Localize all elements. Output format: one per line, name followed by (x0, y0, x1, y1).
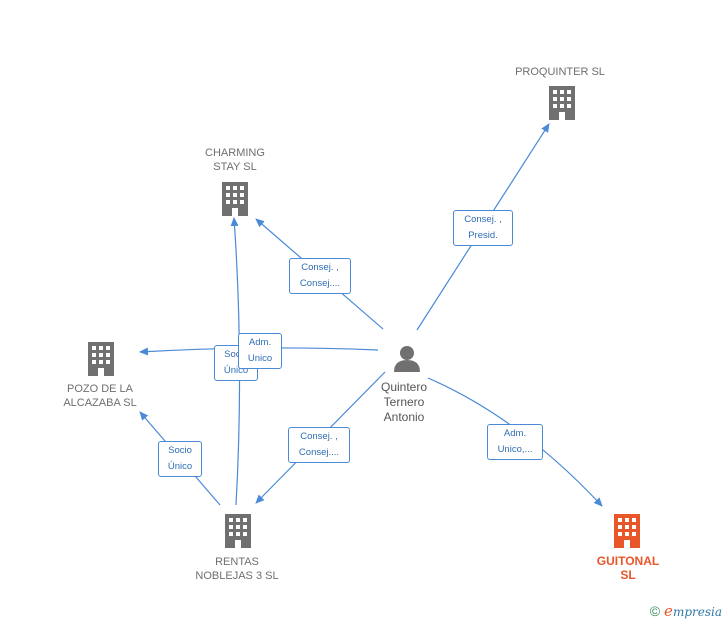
node-label-pozo[interactable]: POZO DE LA ALCAZABA SL (63, 383, 137, 409)
node-label-proquinter[interactable]: PROQUINTER SL (515, 66, 605, 78)
building-icon[interactable] (225, 514, 251, 548)
person-icon[interactable] (394, 346, 420, 372)
edge-label-person-proquinter: Consej. , Presid. (453, 210, 513, 246)
edge-label-person-charming: Consej. , Consej.... (289, 258, 351, 294)
brand-logo[interactable]: empresia (664, 602, 722, 620)
footer-brand: ©empresia (650, 602, 722, 620)
building-icon[interactable] (549, 86, 575, 120)
edge-label-rentas-charming: Adm. Unico (238, 333, 282, 369)
building-icon[interactable] (614, 514, 640, 548)
node-label-guitonal[interactable]: GUITONAL SL (596, 554, 660, 582)
node-label-rentas[interactable]: RENTAS NOBLEJAS 3 SL (195, 556, 279, 582)
edge-label-rentas-pozo: Socio Único (158, 441, 202, 477)
copyright-symbol: © (649, 603, 661, 619)
node-label-charming[interactable]: CHARMING STAY SL (205, 147, 265, 173)
edge-label-person-rentas: Consej. , Consej.... (288, 427, 350, 463)
building-icon[interactable] (88, 342, 114, 376)
building-icon[interactable] (222, 182, 248, 216)
edge-label-person-guitonal: Adm. Unico,... (487, 424, 543, 460)
person-label[interactable]: Quintero Ternero Antonio (380, 380, 428, 424)
